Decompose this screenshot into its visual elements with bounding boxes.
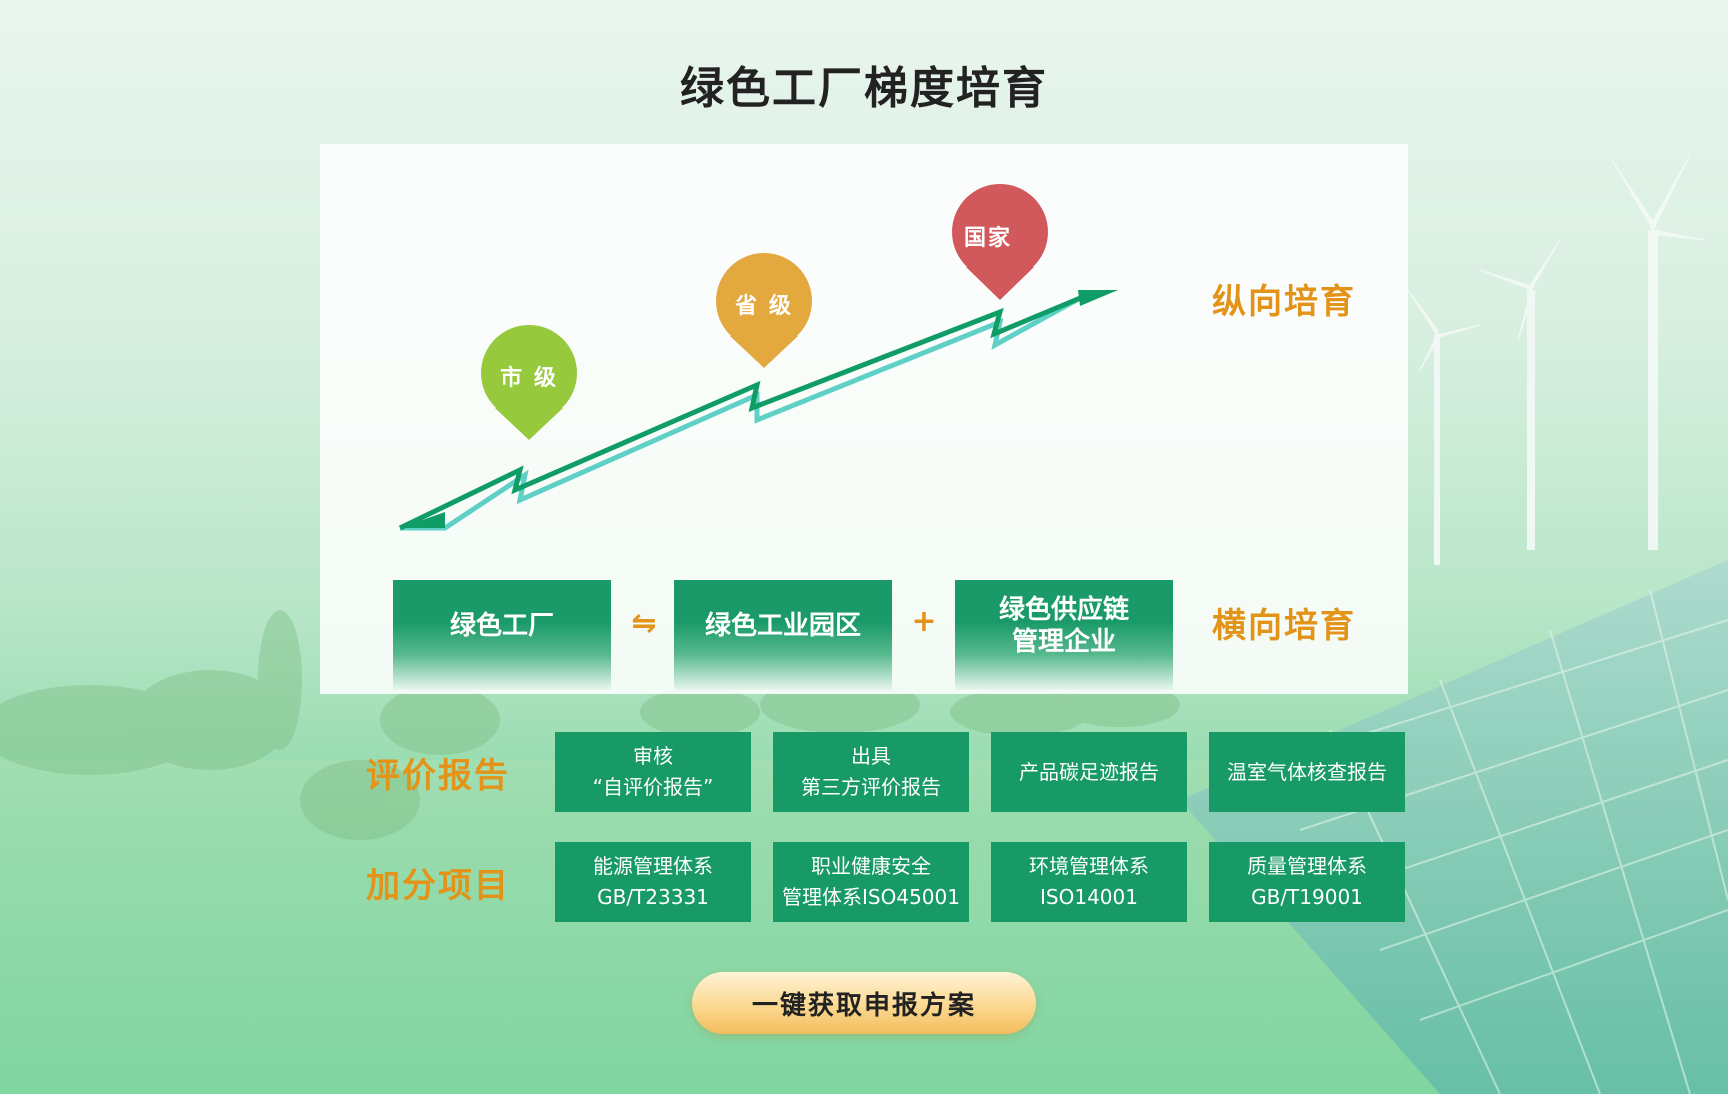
- bonus-quality-management: 质量管理体系 GB/T19001: [1209, 842, 1405, 922]
- growth-arrow-base: [400, 512, 445, 528]
- vertical-cultivation-label: 纵向培育: [1212, 282, 1356, 322]
- pin-province: [716, 253, 812, 368]
- bonus-environmental-management: 环境管理体系 ISO14001: [991, 842, 1187, 922]
- report-ghg-verification: 温室气体核查报告: [1209, 732, 1405, 812]
- block-green-factory: 绿色工厂: [393, 580, 611, 690]
- plus-icon: +: [911, 604, 937, 639]
- page-title: 绿色工厂梯度培育: [680, 63, 1048, 114]
- bonus-items-label: 加分项目: [366, 866, 510, 906]
- report-self-evaluation: 审核 “自评价报告”: [555, 732, 751, 812]
- bonus-occupational-health: 职业健康安全 管理体系ISO45001: [773, 842, 969, 922]
- wind-turbines: [1407, 154, 1706, 565]
- level-province-label: 省 级: [735, 294, 793, 319]
- block-green-supply-chain: 绿色供应链 管理企业: [955, 580, 1173, 690]
- block-green-industrial-park: 绿色工业园区: [674, 580, 892, 690]
- growth-arrow: [398, 293, 1086, 531]
- pin-city: [481, 325, 577, 440]
- evaluation-report-label: 评价报告: [366, 756, 510, 796]
- level-city-label: 市 级: [500, 366, 558, 391]
- bidirectional-arrow-icon: ⇋: [631, 606, 657, 641]
- horizontal-cultivation-label: 横向培育: [1212, 606, 1356, 646]
- pin-national: [952, 184, 1048, 300]
- bonus-energy-management: 能源管理体系 GB/T23331: [555, 842, 751, 922]
- report-carbon-footprint: 产品碳足迹报告: [991, 732, 1187, 812]
- growth-arrowhead: [1078, 290, 1118, 306]
- level-national-label: 国家: [963, 226, 1012, 251]
- get-application-plan-button[interactable]: 一键获取申报方案: [692, 972, 1036, 1034]
- report-third-party: 出具 第三方评价报告: [773, 732, 969, 812]
